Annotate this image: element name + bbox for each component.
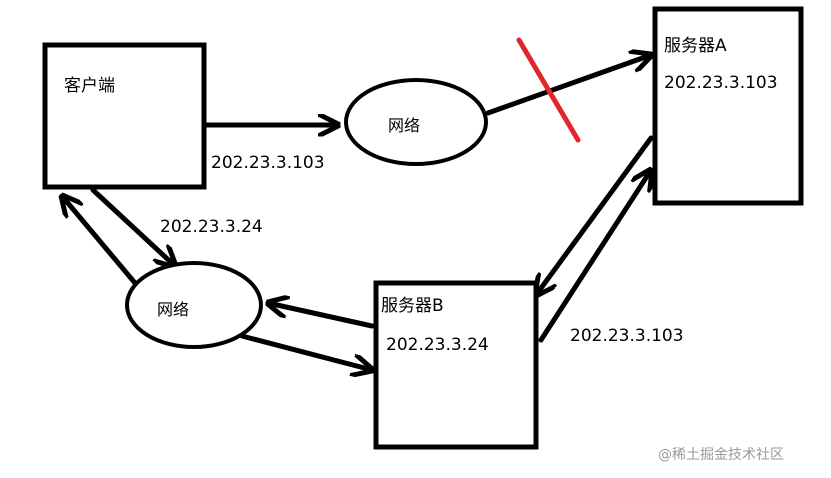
network-top-ellipse [344,78,488,166]
edge-label-client-to-network-bottom: 202.23.3.24 [160,217,263,237]
server-b-label: 服务器B [381,296,444,316]
server-a-box [652,6,804,206]
edge-server-a-to-server-b [536,135,654,295]
edge-client-to-network-bottom [90,187,175,266]
server-a-label: 服务器A [664,36,727,56]
client-label: 客户端 [64,76,115,96]
network-bottom-label: 网络 [157,300,189,319]
network-bottom-ellipse [125,261,263,349]
edge-label-server-b-to-server-a: 202.23.3.103 [570,326,684,346]
server-a-ip: 202.23.3.103 [664,73,778,93]
edge-network-bottom-to-server-b [239,333,372,370]
server-b-box [373,280,539,450]
edge-server-b-to-server-a [538,170,651,343]
network-top-label: 网络 [388,116,420,135]
blocked-route-marker [516,37,581,143]
client-box [42,42,207,190]
edge-network-bottom-to-client [62,196,138,286]
edge-server-b-to-network-bottom [268,303,375,329]
edge-label-client-to-network-top: 202.23.3.103 [211,153,325,173]
watermark-text: @稀土掘金技术社区 [658,447,784,463]
server-b-ip: 202.23.3.24 [386,335,489,355]
edge-network-top-to-server-a [485,55,651,116]
